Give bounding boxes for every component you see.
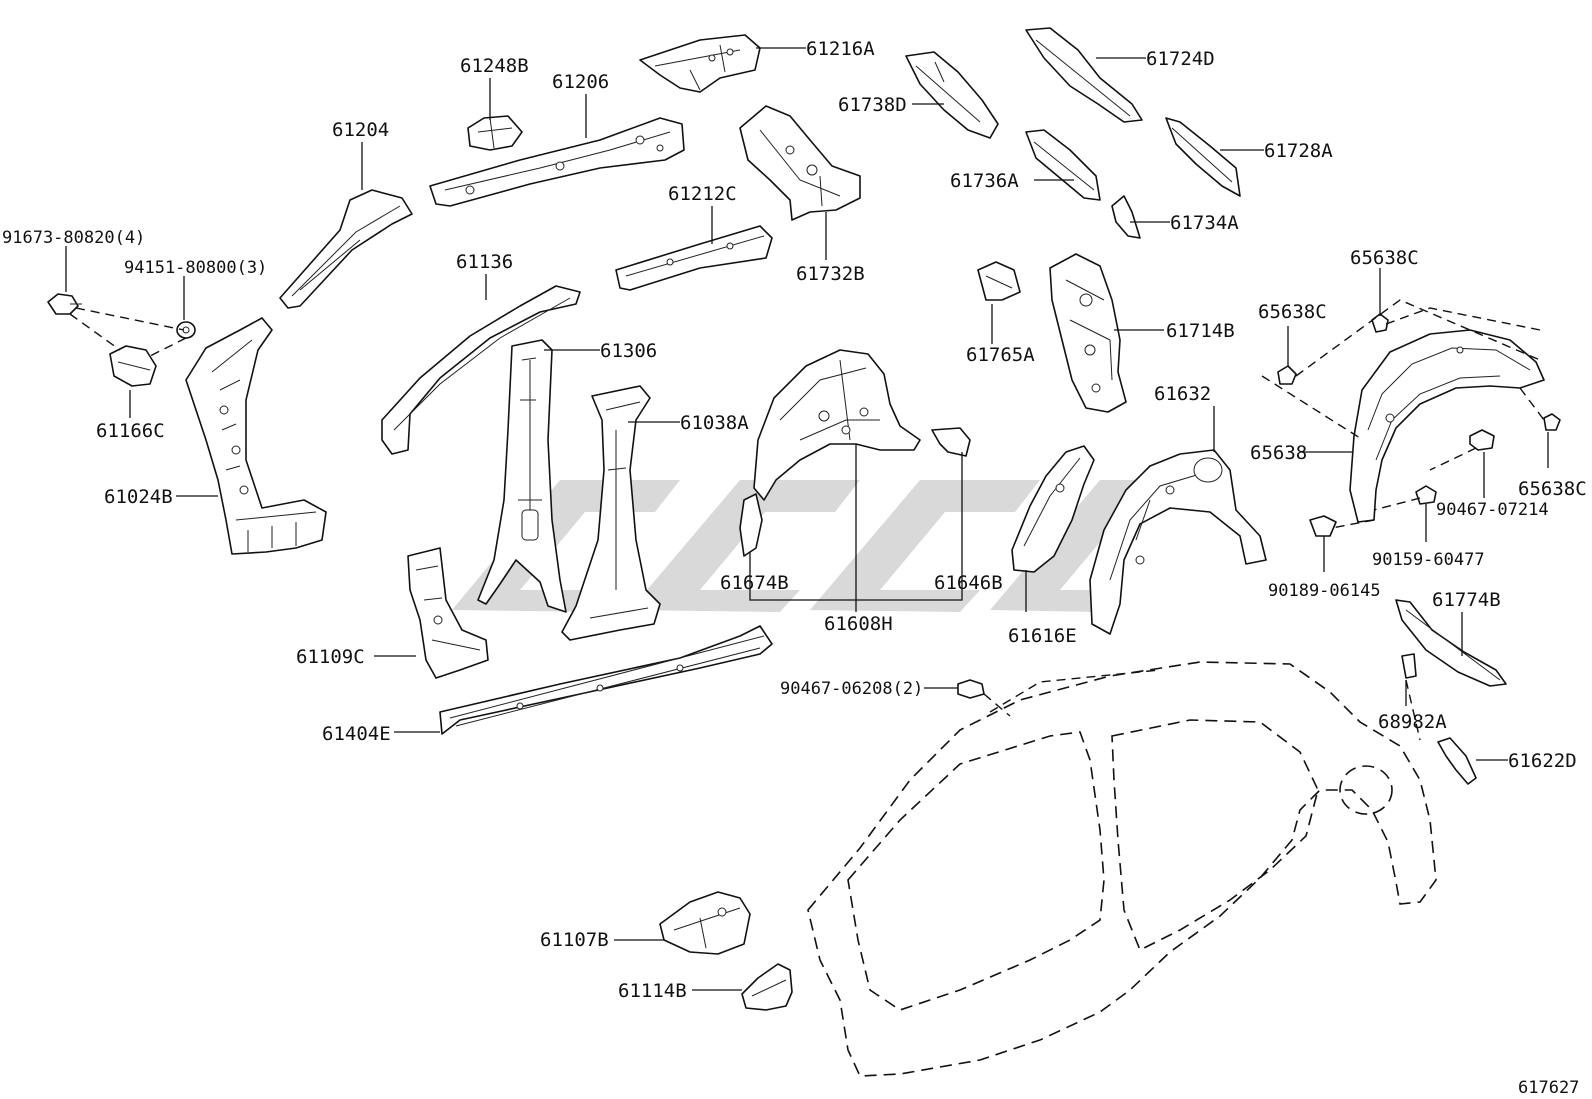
part-61038A-drawing xyxy=(561,385,661,641)
part-61622D-drawing xyxy=(1437,737,1477,785)
bolt-90467-06208-drawing xyxy=(957,679,985,699)
part-61765A-drawing xyxy=(977,261,1021,301)
label-90467-06208[interactable]: 90467-06208(2) xyxy=(780,679,923,699)
part-61632-drawing xyxy=(1089,449,1267,635)
part-61136-drawing xyxy=(381,285,581,455)
label-61608H[interactable]: 61608H xyxy=(824,613,893,635)
label-61212C[interactable]: 61212C xyxy=(668,183,737,205)
bolt-91673-drawing xyxy=(47,293,82,315)
part-61714B-drawing xyxy=(1049,253,1127,413)
bolt-90467-07214-drawing xyxy=(1469,429,1495,451)
label-61736A[interactable]: 61736A xyxy=(950,170,1019,192)
label-61734A[interactable]: 61734A xyxy=(1170,212,1239,234)
clip-65638C-top-drawing xyxy=(1371,313,1389,333)
label-90159-60477[interactable]: 90159-60477 xyxy=(1372,550,1485,570)
part-61166C-drawing xyxy=(109,345,157,387)
label-91673-80820[interactable]: 91673-80820(4) xyxy=(2,228,145,248)
part-61728A-drawing xyxy=(1165,117,1241,197)
label-65638C-top[interactable]: 65638C xyxy=(1350,247,1419,269)
label-90467-07214[interactable]: 90467-07214 xyxy=(1436,500,1549,520)
part-61646B-drawing xyxy=(931,427,971,457)
part-61107B-drawing xyxy=(659,891,751,955)
label-61724D[interactable]: 61724D xyxy=(1146,48,1215,70)
label-61109C[interactable]: 61109C xyxy=(296,646,365,668)
label-61714B[interactable]: 61714B xyxy=(1166,320,1235,342)
part-61404E-drawing xyxy=(439,625,773,735)
part-61204-drawing xyxy=(279,189,413,309)
part-61248B-drawing xyxy=(467,115,523,151)
part-61732B-drawing xyxy=(739,105,861,221)
watermark-logo xyxy=(452,480,1190,612)
label-61024B[interactable]: 61024B xyxy=(104,486,173,508)
label-61765A[interactable]: 61765A xyxy=(966,344,1035,366)
label-61038A[interactable]: 61038A xyxy=(680,412,749,434)
clip-65638C-right-drawing xyxy=(1543,413,1561,431)
label-61248B[interactable]: 61248B xyxy=(460,55,529,77)
label-90189-06145[interactable]: 90189-06145 xyxy=(1268,581,1381,601)
clip-90189-drawing xyxy=(1309,515,1337,537)
nut-94151-drawing xyxy=(176,321,196,339)
part-68982A-drawing xyxy=(1401,653,1417,679)
label-68982A[interactable]: 68982A xyxy=(1378,711,1447,733)
label-61136[interactable]: 61136 xyxy=(456,251,513,273)
label-61732B[interactable]: 61732B xyxy=(796,263,865,285)
label-65638C-mid[interactable]: 65638C xyxy=(1258,301,1327,323)
part-61306-drawing xyxy=(477,339,567,613)
part-61738D-drawing xyxy=(905,51,999,139)
body-side-outline xyxy=(807,661,1437,1077)
label-65638C-right[interactable]: 65638C xyxy=(1518,478,1587,500)
label-65638[interactable]: 65638 xyxy=(1250,442,1307,464)
label-61114B[interactable]: 61114B xyxy=(618,980,687,1002)
part-61674B-drawing xyxy=(739,493,763,557)
label-61632[interactable]: 61632 xyxy=(1154,383,1211,405)
label-61728A[interactable]: 61728A xyxy=(1264,140,1333,162)
label-61204[interactable]: 61204 xyxy=(332,119,389,141)
label-61738D[interactable]: 61738D xyxy=(838,94,907,116)
screw-90159-drawing xyxy=(1415,485,1437,505)
part-labels: 61216A 61248B 61206 61204 61738D 61724D … xyxy=(2,38,1587,1098)
part-61216A-drawing xyxy=(639,34,761,93)
clip-65638C-mid-drawing xyxy=(1277,365,1297,385)
part-61724D-drawing xyxy=(1025,27,1143,123)
diagram-code: 617627 xyxy=(1518,1078,1579,1098)
label-61616E[interactable]: 61616E xyxy=(1008,625,1077,647)
label-61306[interactable]: 61306 xyxy=(600,340,657,362)
label-61622D[interactable]: 61622D xyxy=(1508,750,1577,772)
part-61608H-drawing xyxy=(753,349,921,501)
label-61404E[interactable]: 61404E xyxy=(322,723,391,745)
part-61206-drawing xyxy=(429,117,685,207)
part-61736A-drawing xyxy=(1025,129,1101,201)
part-61774B-drawing xyxy=(1395,599,1507,687)
label-61674B[interactable]: 61674B xyxy=(720,572,789,594)
label-94151-80800[interactable]: 94151-80800(3) xyxy=(124,258,267,278)
part-61109C-drawing xyxy=(407,547,489,679)
part-61734A-drawing xyxy=(1111,195,1141,239)
part-65638-drawing xyxy=(1349,329,1545,523)
label-61206[interactable]: 61206 xyxy=(552,71,609,93)
leader-lines xyxy=(65,47,1549,991)
part-61024B-drawing xyxy=(185,317,327,555)
label-61107B[interactable]: 61107B xyxy=(540,929,609,951)
part-61616E-drawing xyxy=(1011,445,1095,573)
part-61114B-drawing xyxy=(741,963,793,1011)
label-61166C[interactable]: 61166C xyxy=(96,420,165,442)
part-61212C-drawing xyxy=(615,225,773,291)
label-61646B[interactable]: 61646B xyxy=(934,572,1003,594)
label-61216A[interactable]: 61216A xyxy=(806,38,875,60)
label-61774B[interactable]: 61774B xyxy=(1432,589,1501,611)
assembly-guide-lines xyxy=(69,299,1545,741)
